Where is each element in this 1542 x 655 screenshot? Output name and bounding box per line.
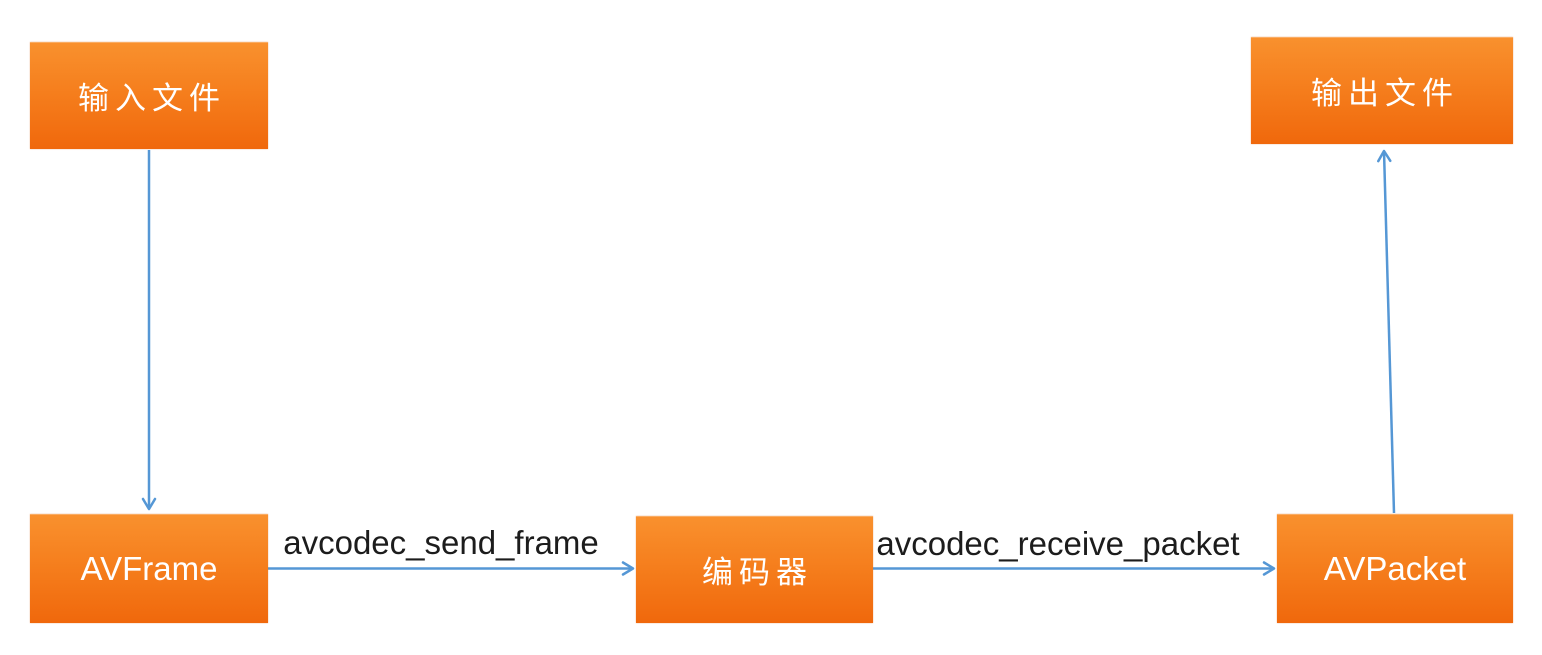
edge-label-avcodec-send-frame: avcodec_send_frame — [283, 524, 599, 561]
node-output-file-label: 输出文件 — [1311, 76, 1459, 112]
node-encoder: 编码器 — [636, 516, 873, 623]
node-input-file-label: 输入文件 — [78, 81, 226, 117]
node-avframe: AVFrame — [30, 514, 268, 623]
node-avpacket: AVPacket — [1277, 514, 1513, 623]
arrow-avpacket-to-output — [1377, 149, 1396, 514]
edge-label-avcodec-receive-packet: avcodec_receive_packet — [876, 525, 1240, 562]
node-avpacket-label: AVPacket — [1323, 549, 1467, 587]
node-encoder-label: 编码器 — [702, 555, 813, 591]
node-output-file: 输出文件 — [1251, 37, 1513, 144]
node-avframe-label: AVFrame — [80, 549, 218, 587]
node-input-file: 输入文件 — [30, 42, 268, 149]
